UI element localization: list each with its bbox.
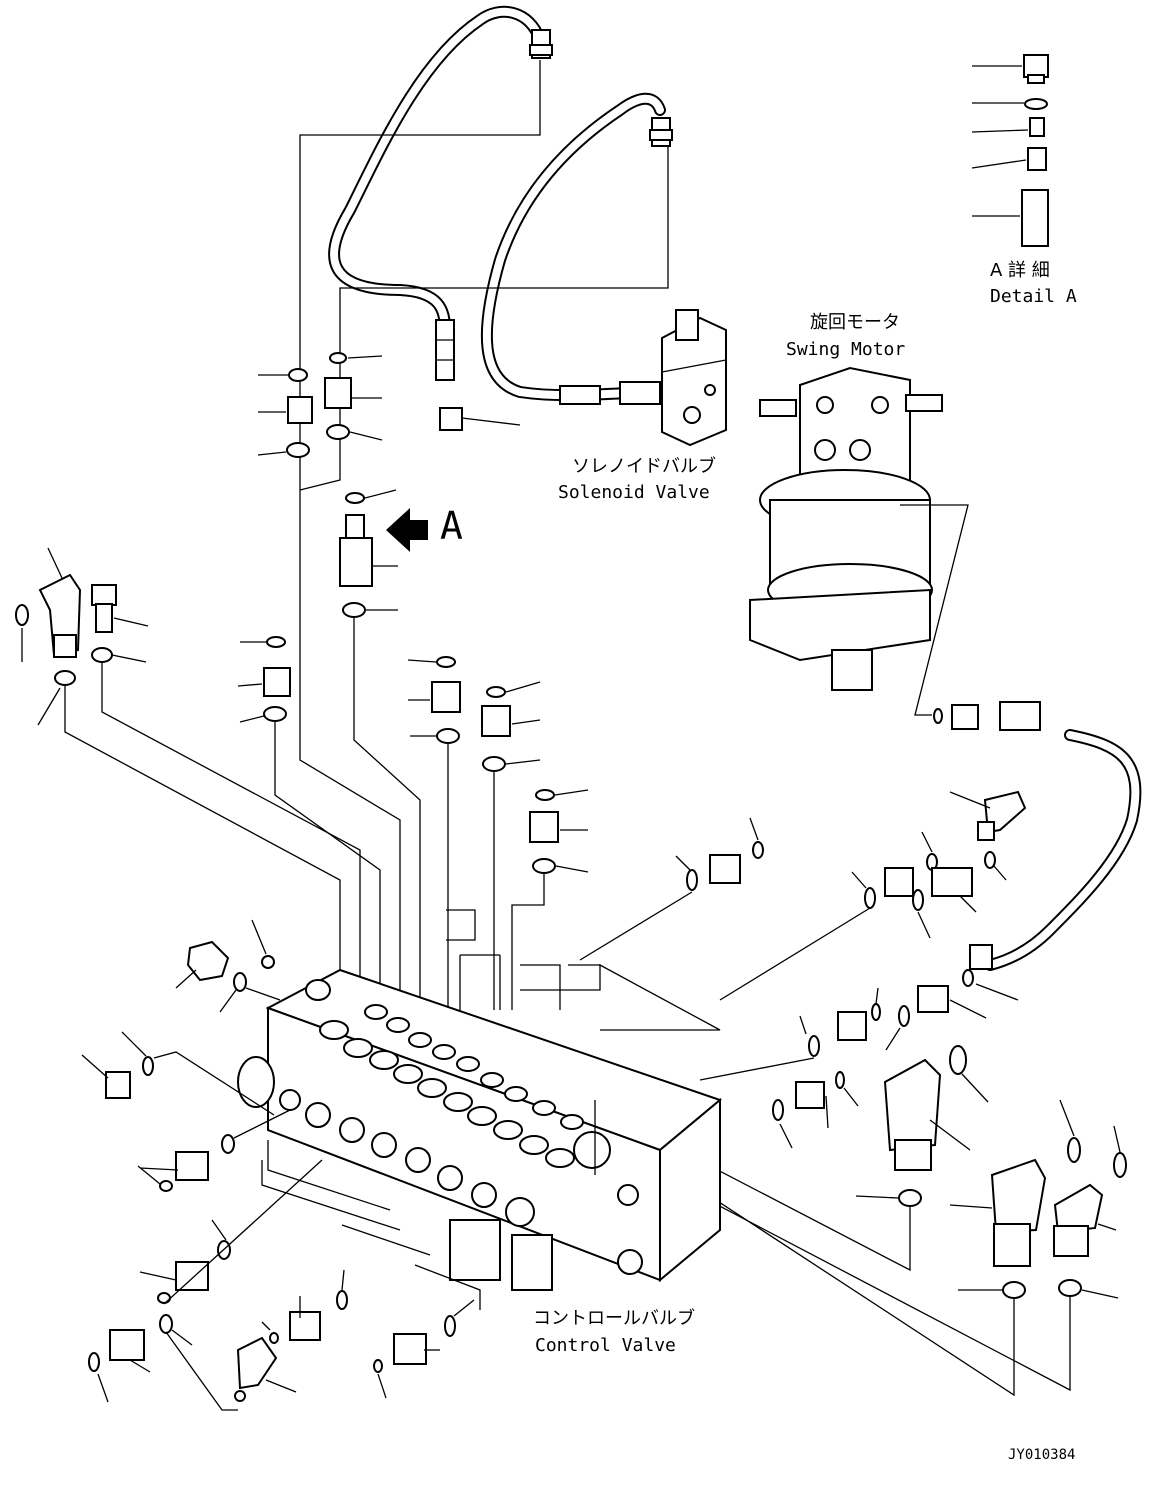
detail-a-label-jp: A 詳 細 <box>990 260 1050 281</box>
swing-motor-label-en: Swing Motor <box>786 339 906 360</box>
left-elbow-fitting <box>15 547 361 1010</box>
control-valve-body <box>237 968 723 1291</box>
right-side-fittings <box>579 790 1027 1149</box>
fitting-group-upper <box>257 352 383 458</box>
right-pressure-switches <box>659 1045 1127 1397</box>
detail-a-label-en: Detail A <box>990 286 1077 307</box>
view-a-arrow <box>386 508 428 552</box>
detail-a-part-installed <box>339 489 421 1010</box>
hose-fitting-left-end <box>435 319 455 381</box>
swing-motor-leader <box>900 504 969 716</box>
solenoid-valve-label-en: Solenoid Valve <box>558 482 710 503</box>
swing-hose-fittings <box>933 701 1041 970</box>
control-valve-label-jp: コントロールバルブ <box>533 1308 695 1329</box>
mid-right-fittings <box>511 789 589 1010</box>
upper-hose-left <box>328 5 546 336</box>
top-leader-trunk-b <box>299 146 669 491</box>
upper-hose-right <box>480 92 666 402</box>
control-valve-label-en: Control Valve <box>535 1335 676 1356</box>
hose-fitting-top-1 <box>529 29 553 59</box>
lower-left-fittings <box>81 919 475 1411</box>
detail-a-assembly <box>971 54 1049 247</box>
mid-center-fittings <box>407 656 541 1010</box>
control-valve-leaders <box>261 1140 481 1310</box>
swing-motor <box>749 366 943 691</box>
solenoid-valve-label-jp: ソレノイドバルブ <box>572 456 716 477</box>
mid-left-fittings <box>237 636 381 1010</box>
solenoid-valve <box>661 309 727 447</box>
view-a-letter: A <box>440 504 463 548</box>
leader-routing-boxes <box>446 909 721 1031</box>
hose-fitting-top-2 <box>649 117 673 147</box>
lower-right-hose <box>984 729 1142 971</box>
solenoid-elbow-fitting <box>439 381 661 431</box>
drawing-number: JY010384 <box>1008 1447 1076 1463</box>
swing-motor-label-jp: 旋回モータ <box>810 312 900 333</box>
